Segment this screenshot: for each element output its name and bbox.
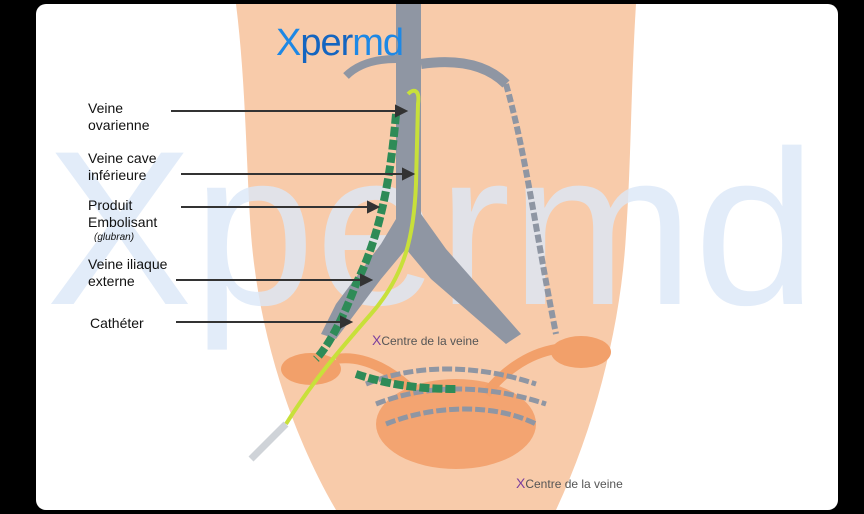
credit-center: XCentre de la veine bbox=[372, 332, 479, 348]
logo-per: per bbox=[300, 22, 353, 64]
syringe bbox=[248, 421, 289, 462]
label-line: Produit bbox=[88, 197, 133, 213]
upper-branch bbox=[343, 55, 397, 79]
credit-mark: X bbox=[516, 475, 526, 491]
anatomy-illustration: Xpermd bbox=[46, 4, 816, 510]
credit-bottom: XCentre de la veine bbox=[516, 475, 623, 491]
credit-text: Centre de la veine bbox=[381, 334, 479, 348]
logo-x: X bbox=[276, 22, 301, 64]
label-vena-cava: Veine cave inférieure bbox=[88, 150, 157, 184]
credit-text: Centre de la veine bbox=[525, 477, 623, 491]
right-tube bbox=[482, 344, 557, 398]
pointer-arrows bbox=[171, 104, 416, 329]
label-ovarian-vein: Veine ovarienne bbox=[88, 100, 150, 134]
credit-mark: X bbox=[372, 332, 382, 348]
label-iliac-vein: Veine iliaque externe bbox=[88, 256, 167, 290]
label-catheter: Cathéter bbox=[90, 315, 144, 331]
right-ovary bbox=[551, 336, 611, 368]
label-line: Embolisant bbox=[88, 214, 158, 230]
brand-logo: Xpermd bbox=[276, 22, 404, 65]
renal-branch bbox=[420, 57, 510, 88]
label-embolic-note: (glubran) bbox=[94, 232, 135, 243]
label-line: Veine cave bbox=[88, 150, 157, 166]
label-line: externe bbox=[88, 273, 135, 289]
logo-md: md bbox=[352, 22, 404, 64]
label-line: ovarienne bbox=[88, 117, 150, 133]
right-ovarian-vein bbox=[503, 83, 559, 335]
uterus-shape bbox=[376, 379, 536, 469]
left-ovary bbox=[281, 353, 341, 385]
embolic-material bbox=[313, 113, 457, 393]
catheter-line bbox=[284, 88, 421, 426]
pelvic-plexus bbox=[365, 366, 547, 427]
label-embolic: Produit Embolisant bbox=[88, 197, 157, 231]
watermark-text: Xpermd bbox=[46, 105, 816, 351]
label-line: inférieure bbox=[88, 167, 147, 183]
label-line: Veine iliaque bbox=[88, 256, 168, 272]
diagram-panel: Xpermd bbox=[36, 4, 838, 510]
label-line: Veine bbox=[88, 100, 124, 116]
